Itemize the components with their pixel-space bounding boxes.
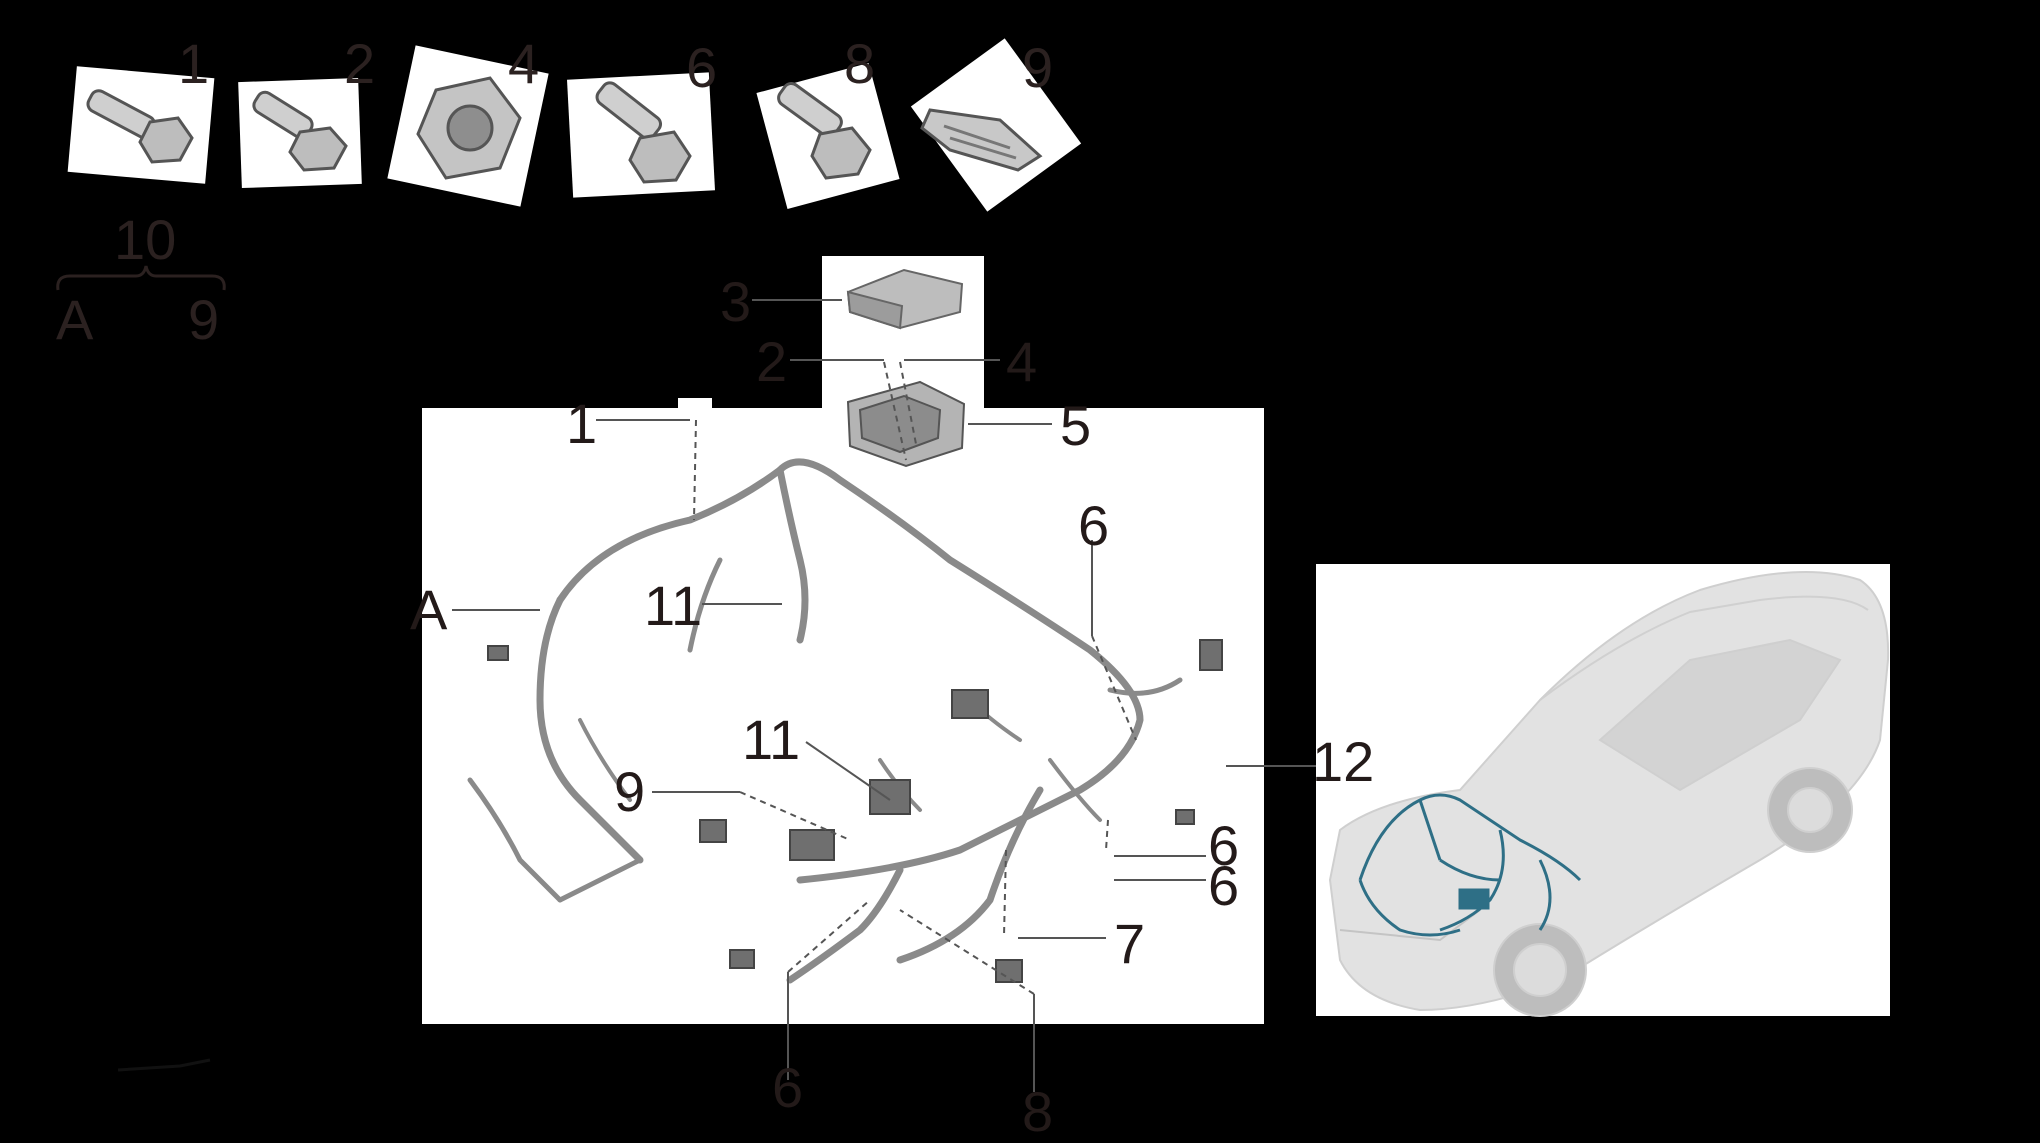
callout-1[interactable]: 1 bbox=[566, 392, 598, 455]
callout-11-upper[interactable]: 11 bbox=[644, 574, 703, 637]
callout-7[interactable]: 7 bbox=[1114, 912, 1146, 975]
dashed-leader-lines bbox=[693, 361, 1137, 995]
callout-A[interactable]: A bbox=[410, 578, 448, 641]
part-number-8: 8 bbox=[844, 32, 876, 95]
kit-bracket bbox=[56, 265, 226, 291]
nut-4-icon bbox=[416, 76, 522, 180]
kit-number: 10 bbox=[114, 208, 177, 271]
part-number-1: 1 bbox=[178, 32, 210, 95]
callout-9[interactable]: 9 bbox=[614, 760, 646, 823]
harness-connectors bbox=[487, 639, 1223, 983]
callout-11-lower[interactable]: 11 bbox=[742, 708, 801, 771]
callout-6-upper[interactable]: 6 bbox=[1078, 494, 1110, 557]
bolt-1-icon bbox=[86, 89, 194, 164]
panel-notch bbox=[678, 398, 712, 410]
small-mark-icon bbox=[117, 1058, 211, 1072]
clip-9-icon bbox=[920, 108, 1043, 172]
kit-item-left: A bbox=[56, 288, 94, 351]
leader-lines bbox=[452, 299, 1316, 1092]
fuse-box-cover-icon bbox=[846, 268, 964, 330]
fuse-box-base-icon bbox=[846, 380, 966, 468]
wiring-harness bbox=[467, 458, 1183, 984]
bolt-8-icon bbox=[777, 81, 872, 180]
callout-6-right-b[interactable]: 6 bbox=[1208, 854, 1240, 917]
harness-diagram-panel bbox=[422, 408, 1264, 1024]
callout-5[interactable]: 5 bbox=[1060, 394, 1092, 457]
part-number-9: 9 bbox=[1022, 36, 1054, 99]
kit-item-right: 9 bbox=[188, 288, 220, 351]
vehicle-harness-highlight bbox=[1358, 793, 1582, 937]
bolt-2-icon bbox=[252, 90, 348, 172]
part-number-4: 4 bbox=[508, 32, 540, 95]
part-number-6: 6 bbox=[686, 36, 718, 99]
part-number-2: 2 bbox=[344, 32, 376, 95]
callout-6-right-a[interactable]: 6 bbox=[1208, 814, 1240, 877]
callout-8[interactable]: 8 bbox=[1022, 1080, 1054, 1143]
callout-3[interactable]: 3 bbox=[720, 270, 752, 333]
bolt-6-icon bbox=[595, 81, 692, 184]
callout-6-bottom[interactable]: 6 bbox=[772, 1056, 804, 1119]
vehicle-icon bbox=[1328, 571, 1890, 1017]
callout-2[interactable]: 2 bbox=[756, 330, 788, 393]
callout-12[interactable]: 12 bbox=[1312, 730, 1375, 793]
callout-4[interactable]: 4 bbox=[1006, 330, 1038, 393]
